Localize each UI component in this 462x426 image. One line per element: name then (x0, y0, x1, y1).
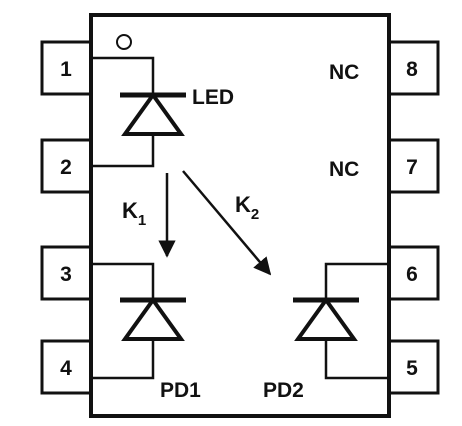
pin-3: 3 (40, 245, 93, 301)
led-label: LED (192, 86, 234, 109)
pin-8-number: 8 (406, 58, 418, 81)
pd2-diode-symbol (293, 262, 389, 380)
pin-8: 8 (387, 40, 440, 96)
pin-6: 6 (387, 245, 440, 301)
pin-1-dot-icon (116, 34, 132, 50)
k2-label: K2 (235, 192, 259, 223)
led-diode-symbol (91, 56, 186, 168)
pd2-label: PD2 (263, 379, 304, 402)
k1-label: K1 (122, 198, 146, 229)
pin-1-number: 1 (60, 58, 72, 81)
pin-7: 7 (387, 138, 440, 194)
pd1-diode-symbol (91, 262, 186, 380)
pin-5: 5 (387, 339, 440, 395)
pd1-label: PD1 (160, 379, 201, 402)
k2-arrow (182, 170, 272, 276)
pin-7-number: 7 (406, 156, 418, 179)
pin-1: 1 (40, 40, 93, 96)
pin-3-number: 3 (60, 263, 72, 286)
pin-4: 4 (40, 339, 93, 395)
pin-4-number: 4 (60, 357, 72, 380)
pin-2-number: 2 (60, 156, 72, 179)
nc-label-pin7: NC (329, 158, 359, 181)
package-body (89, 13, 391, 418)
nc-label-pin8: NC (329, 61, 359, 84)
pin-5-number: 5 (406, 357, 418, 380)
pin-2: 2 (40, 138, 93, 194)
pin-6-number: 6 (406, 263, 418, 286)
